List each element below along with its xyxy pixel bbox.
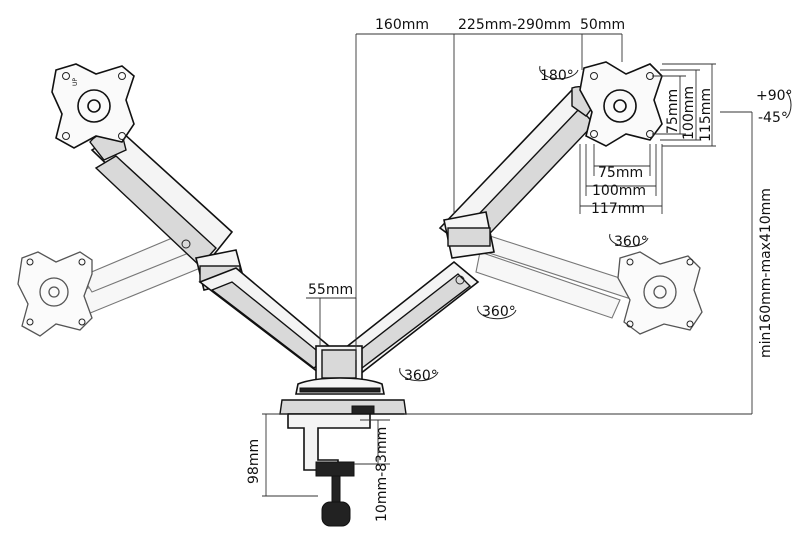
rotation-labels: 180° 360° 360° 360° +90° -45° bbox=[404, 68, 793, 384]
right-vesa-plate bbox=[579, 61, 663, 147]
pole bbox=[315, 345, 363, 381]
reach-160-label: 160mm bbox=[375, 17, 429, 33]
rotation-360-label-b: 360° bbox=[482, 304, 516, 320]
vesa-117-h-label: 117mm bbox=[591, 201, 645, 217]
clamp-range-label: 10mm-83mm bbox=[374, 427, 390, 522]
ghost-right-vesa-plate bbox=[617, 251, 703, 335]
vesa-75-h-label: 75mm bbox=[598, 165, 643, 181]
tilt-down-label: -45° bbox=[758, 110, 788, 126]
pole-55-label: 55mm bbox=[308, 282, 353, 298]
dimension-labels: 160mm 225mm-290mm 50mm 75mm 100mm 117mm … bbox=[246, 17, 774, 522]
desk-clamp bbox=[287, 413, 371, 527]
clamp-98-label: 98mm bbox=[246, 439, 262, 484]
arm-range-label: 225mm-290mm bbox=[458, 17, 571, 33]
left-upper-arm bbox=[89, 131, 234, 268]
tilt-up-label: +90° bbox=[756, 88, 793, 104]
rotation-360-label-c: 360° bbox=[404, 368, 438, 384]
base bbox=[279, 377, 407, 415]
offset-50-label: 50mm bbox=[580, 17, 625, 33]
vesa-75-v-label: 75mm bbox=[665, 89, 681, 134]
height-range-label: min160mm-max410mm bbox=[758, 188, 774, 358]
left-vesa-plate: UP bbox=[51, 63, 135, 149]
vesa-100-v-label: 100mm bbox=[681, 86, 697, 140]
right-elbow-joint bbox=[443, 211, 495, 259]
vesa-115-v-label: 115mm bbox=[698, 88, 714, 142]
rotation-360-label-a: 360° bbox=[614, 234, 648, 250]
left-plate-up-mark: UP bbox=[72, 78, 79, 86]
dimension-lines bbox=[262, 33, 753, 497]
rotation-arrows bbox=[399, 65, 792, 382]
vesa-100-h-label: 100mm bbox=[592, 183, 646, 199]
ghost-left-vesa-plate bbox=[17, 251, 93, 337]
rotation-180-label: 180° bbox=[540, 68, 574, 84]
